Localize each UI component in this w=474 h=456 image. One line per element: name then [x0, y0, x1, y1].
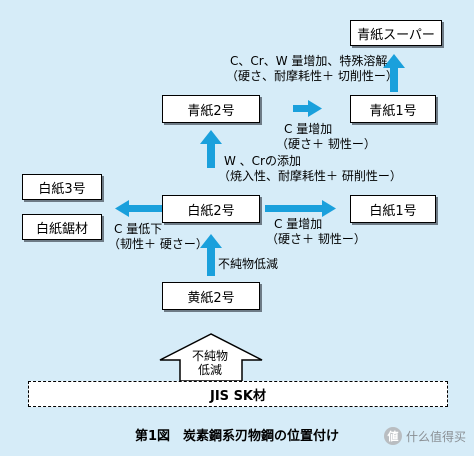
figure-caption-text: 第1図 炭素鋼系刃物鋼の位置付け [134, 429, 340, 444]
arrow-shirogami2-to-shirogami1 [265, 200, 336, 217]
big-arrow-label-line2: 低減 [197, 363, 222, 377]
arrow-aogami2-to-aogami1 [293, 100, 322, 117]
box-shirogami1-label: 白紙1号 [369, 203, 417, 219]
box-aogami2-label: 青紙2号 [187, 103, 235, 119]
watermark-logo-icon: 値 [383, 427, 402, 445]
box-aogami-super: 青紙スーパー [350, 20, 442, 46]
box-shirogami-kyozai-label: 白紙鋸材 [35, 221, 88, 237]
box-aogami2: 青紙2号 [162, 95, 260, 123]
figure-caption: 第1図 炭素鋼系刃物鋼の位置付け [0, 425, 474, 444]
label-c-increase-top: C 量增加 （硬さ＋ 韧性ー） [276, 122, 376, 152]
label-cr-w-line1: C、Cr、W 量增加、特殊溶解 [230, 54, 388, 68]
label-c-increase-bottom-line1: C 量增加 [274, 217, 323, 231]
label-c-decrease: C 量低下 （韧性＋ 硬さー） [108, 222, 208, 252]
label-w-cr-line2: （焼入性、耐摩耗性＋ 研削性ー） [218, 169, 402, 183]
label-c-increase-bottom: C 量增加 （硬さ＋ 韧性ー） [266, 217, 366, 247]
big-arrow-label: 不純物 低減 [180, 349, 240, 377]
box-shirogami3: 白紙3号 [22, 174, 102, 200]
label-cr-w-increase: C、Cr、W 量增加、特殊溶解 （硬さ、耐摩耗性＋ 切削性ー） [226, 54, 398, 84]
arrow-kigami2-to-shirogami2 [200, 234, 222, 276]
box-shirogami2-label: 白紙2号 [187, 203, 235, 219]
watermark: 値 什么值得买 [383, 427, 466, 445]
box-aogami1: 青紙1号 [350, 95, 436, 123]
label-w-cr-line1: W 、Crの添加 [224, 154, 301, 168]
jis-sk-base-label: JIS SK材 [210, 388, 266, 404]
label-c-decrease-line2: （韧性＋ 硬さー） [108, 237, 208, 251]
label-c-increase-top-line2: （硬さ＋ 韧性ー） [276, 137, 376, 151]
box-shirogami2: 白紙2号 [162, 195, 260, 223]
arrow-shirogami2-to-aogami2 [200, 130, 222, 168]
box-shirogami1: 白紙1号 [350, 195, 436, 223]
box-shirogami-kyozai: 白紙鋸材 [22, 214, 102, 240]
label-c-increase-top-line1: C 量增加 [284, 122, 333, 136]
box-shirogami3-label: 白紙3号 [38, 181, 86, 197]
label-c-increase-bottom-line2: （硬さ＋ 韧性ー） [266, 232, 366, 246]
big-arrow-label-line1: 不純物 [191, 349, 228, 363]
box-kigami2: 黄紙2号 [162, 282, 260, 310]
label-w-cr-add: W 、Crの添加 （焼入性、耐摩耗性＋ 研削性ー） [218, 154, 402, 184]
box-aogami1-label: 青紙1号 [369, 103, 417, 119]
label-cr-w-line2: （硬さ、耐摩耗性＋ 切削性ー） [226, 69, 398, 83]
label-impurity-reduce: 不純物低減 [218, 257, 278, 272]
arrow-aogami1-to-super [383, 54, 405, 92]
jis-sk-base: JIS SK材 [28, 381, 448, 407]
box-aogami-super-label: 青紙スーパー [357, 27, 435, 43]
box-kigami2-label: 黄紙2号 [187, 290, 235, 306]
label-impurity-reduce-text: 不純物低減 [218, 257, 279, 271]
arrow-shirogami2-to-shirogami3 [115, 200, 164, 217]
watermark-text: 什么值得买 [405, 429, 466, 444]
label-c-decrease-line1: C 量低下 [114, 222, 163, 236]
